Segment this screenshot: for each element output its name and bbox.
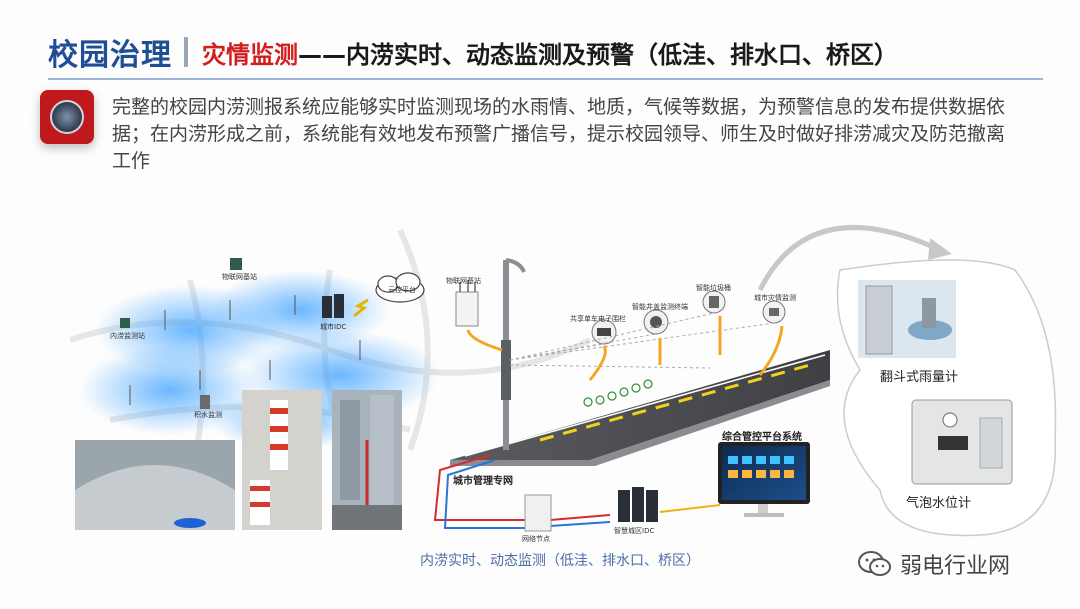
manhole-label: 智能井盖监测终端: [632, 303, 688, 311]
disaster-label: 城市灾情监测: [754, 294, 796, 302]
diagram-caption: 内涝实时、动态监测（低洼、排水口、桥区）: [420, 553, 700, 569]
network-node-icon: [524, 494, 552, 532]
smart-idc-icon: [618, 487, 658, 522]
title-separator: [184, 37, 188, 67]
bubble-gauge-image: [911, 399, 1013, 485]
map-node-icon: [230, 258, 242, 270]
smart-idc-label: 智慧城区IDC: [614, 527, 655, 535]
bubble-gauge-label: 气泡水位计: [906, 496, 972, 511]
cloud-platform-label: 云控平台: [388, 286, 416, 294]
disaster-sensor-icon: [762, 300, 786, 324]
trash-bin-icon: [702, 290, 726, 314]
idc-server-icon: [322, 294, 344, 318]
map-node-icon: [120, 318, 130, 328]
rain-gauge-label: 翻斗式雨量计: [880, 370, 959, 385]
net-node-label: 网络节点: [522, 535, 550, 543]
map-node-label-2: 内涝监测站: [110, 332, 145, 340]
manhole-sensor-icon: [643, 309, 669, 335]
map-node-label-3: 积水监测: [194, 411, 222, 419]
network-cables: [433, 454, 721, 529]
wireless-links: [509, 312, 775, 369]
diagram-graphic: [69, 225, 1057, 537]
trash-bin-label: 智能垃圾桶: [696, 284, 731, 292]
rain-gauge-image: [858, 280, 956, 358]
sensor-badge-icon: [40, 90, 94, 144]
curved-arrow: [757, 225, 942, 292]
page-title: 校园治理: [48, 38, 172, 73]
watermark-text: 弱电行业网: [900, 554, 1011, 579]
road: [450, 350, 830, 460]
shared-bikes: [583, 379, 653, 407]
intro-paragraph: 完整的校园内涝测报系统应能够实时监测现场的水雨情、地质，气候等数据，为预警信息的…: [112, 96, 1006, 172]
city-network-label: 城市管理专网: [453, 476, 513, 487]
iot-base-station-icon: [455, 291, 479, 327]
iot-station-label: 物联网基站: [446, 277, 481, 285]
map-node-icon: [200, 395, 210, 409]
iot-net-label: 物联网: [560, 393, 581, 401]
subtitle-highlight: 灾情监测: [202, 40, 298, 69]
watermark: 弱电行业网: [858, 548, 1010, 580]
wireless-bolt-icon: [353, 298, 369, 318]
subtitle: ——内涝实时、动态监测及预警（低洼、排水口、桥区）: [298, 40, 898, 69]
header-rule: [48, 78, 1043, 80]
upload-arrows: [466, 316, 784, 381]
idc-label: 城市IDC: [320, 323, 347, 331]
page-header: 校园治理 灾情监测 ——内涝实时、动态监测及预警（低洼、排水口、桥区）: [48, 30, 898, 74]
platform-label: 综合管控平台系统: [722, 432, 802, 443]
shared-bike-label: 共享单车电子围栏: [570, 315, 626, 323]
control-platform-monitor: [718, 442, 810, 517]
monitoring-diagram: 云控平台 城市IDC 物联网基站 内涝监测站 积水监测 物联网基站 共享单车电子…: [69, 190, 1070, 605]
cloud-platform-icon: [375, 272, 425, 303]
nb-lora-label: NB/LoRa: [630, 368, 668, 378]
wechat-icon: [858, 551, 891, 576]
map-node-label-1: 物联网基站: [222, 273, 257, 281]
bike-fence-icon: [591, 319, 617, 345]
